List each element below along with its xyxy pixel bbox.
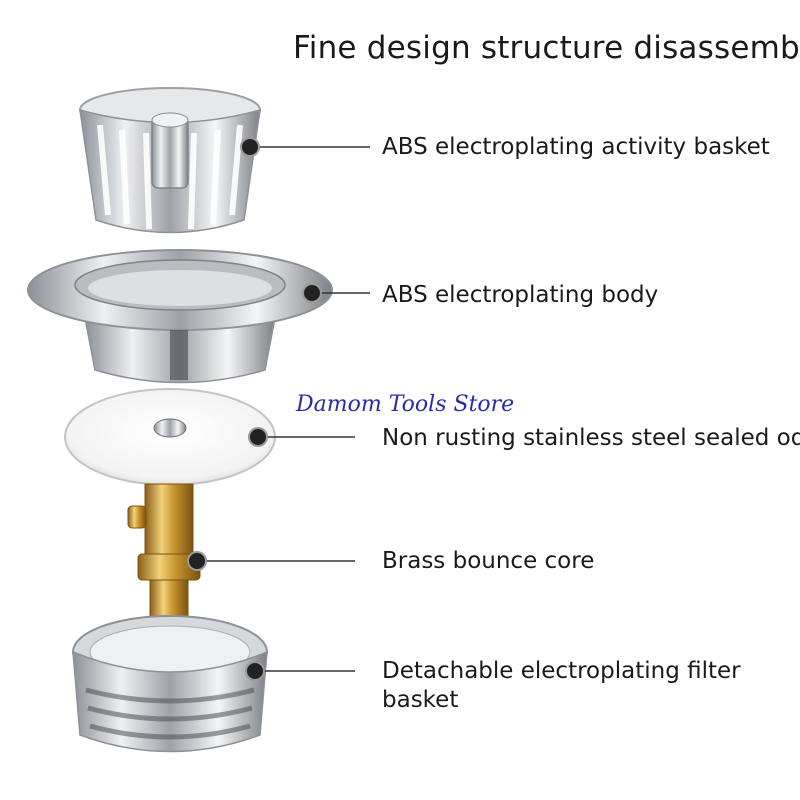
part-label-seal: Non rusting stainless steel sealed odor bbox=[382, 425, 800, 451]
callout-dots bbox=[187, 137, 322, 681]
body-illustration bbox=[27, 249, 333, 384]
part-label-activity-basket: ABS electroplating activity basket bbox=[382, 134, 770, 160]
leader-lines bbox=[197, 146, 370, 672]
page-title: Fine design structure disassembly bbox=[293, 30, 800, 66]
store-watermark: Damom Tools Store bbox=[296, 392, 515, 417]
part-label-brass-core: Brass bounce core bbox=[382, 548, 595, 574]
part-label-body: ABS electroplating body bbox=[382, 282, 659, 308]
seal-disc-illustration bbox=[64, 388, 276, 486]
filter-basket-illustration bbox=[72, 615, 268, 753]
activity-basket-illustration bbox=[79, 87, 261, 234]
part-label-filter-basket: Detachable electroplating filter basket bbox=[382, 658, 741, 713]
